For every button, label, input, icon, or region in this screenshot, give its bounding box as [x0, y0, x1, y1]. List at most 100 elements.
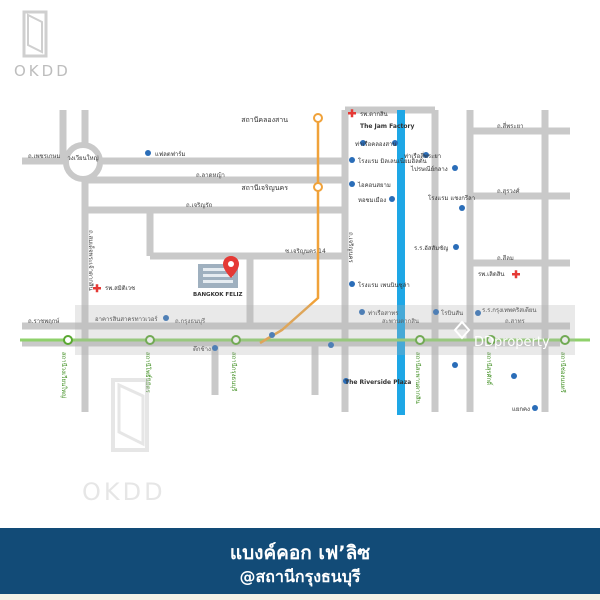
label-road-charoen-nakhon-14: ซ.เจริญนคร 14: [285, 248, 326, 255]
okdd-logo-text: OKDD: [14, 62, 71, 80]
label-road-charoen-nakhon: ถ.เจริญนคร: [347, 232, 354, 264]
watermark-ddproperty-text: DDproperty: [474, 335, 550, 350]
label-phetch-farm: แฟลตฟาร์ม: [155, 150, 186, 158]
station-pho-nimit: [145, 335, 155, 345]
okdd-watermark-text: OKDD: [82, 478, 166, 506]
label-station-khlong-san: สถานีคลองสาน: [241, 116, 288, 124]
hospital-icon: [512, 270, 520, 279]
label-somdet-hospital: รพ.สมิติเวช: [105, 285, 135, 292]
poi-dot: [359, 309, 365, 315]
bts-stations: [63, 335, 570, 345]
title-banner: แบงค์คอก เฟ’ลิซ @สถานีกรุงธนบุรี: [0, 528, 600, 594]
station-charoen-nakhon: [313, 182, 323, 192]
poi-dot: [328, 342, 334, 348]
poi-dot: [269, 332, 275, 338]
label-road-tak-sin: สะพานตากสิน: [382, 318, 419, 325]
label-robinson-bangrak: โรบินสัน: [441, 309, 463, 317]
river-line: [397, 110, 405, 415]
label-road-lat-ya: ถ.ลาดหญ้า: [196, 172, 225, 179]
project-marker: BANGKOK FELIZ: [193, 256, 243, 298]
okdd-watermark: OKDD: [82, 378, 166, 506]
label-hotel-shangri: โรงแรม แชงกรีลา: [428, 194, 475, 202]
label-project: BANGKOK FELIZ: [193, 292, 243, 298]
label-road-silom: ถ.สีลม: [497, 254, 514, 262]
poi-dot: [511, 373, 517, 379]
okdd-logo: OKDD: [14, 10, 71, 80]
wongwian-yai-circle: [63, 142, 103, 182]
label-station-saphan-taksin: สถานีสะพานตากสิน: [414, 352, 422, 404]
label-station-pho-nimit: สถานีโพธิ์นิมิตร: [144, 352, 153, 394]
poi-dot: [459, 205, 465, 211]
poi-dot: [532, 405, 538, 411]
station-chong-nonsi: [560, 335, 570, 345]
label-bangrak-hospital: รพ.เลิดสิน: [478, 271, 504, 278]
poi-dot: [453, 244, 459, 250]
label-hor-chom: หอชมเมือง: [358, 196, 386, 204]
label-tha-si-phraya: ท่าเรือสี่พระยา: [404, 152, 441, 160]
label-hotel-millennium: โรงแรม มิลเลนเนียมฮิลตัน: [358, 157, 427, 165]
watermark-band: [75, 305, 575, 355]
poi-labels: แฟลตฟาร์ม The Jam Factory ท่าเรือคลองสาน…: [95, 123, 536, 413]
label-krung-thep-christian: ร.ร.กรุงเทพคริสเตียน: [482, 306, 536, 314]
poi-dot: [475, 310, 481, 316]
label-road-sathorn: ถ.สาทร: [505, 318, 526, 325]
label-riverside-plaza: The Riverside Plaza: [345, 379, 411, 386]
okdd-logo-mark: [22, 10, 48, 58]
poi-dot: [349, 157, 355, 163]
poi-dot: [349, 181, 355, 187]
poi-dot: [212, 345, 218, 351]
banner-subtitle: @สถานีกรุงธนบุรี: [239, 567, 361, 586]
watermark-ddproperty: DDproperty: [453, 320, 550, 350]
label-saint-louis: แยกคง: [512, 406, 530, 413]
poi-dot: [163, 315, 169, 321]
label-road-west: ถ.สมเด็จพระเจ้าตากสิน: [87, 230, 96, 291]
label-assumption: ร.ร.อัสสัมชัญ: [414, 245, 448, 252]
label-road-charoen-rat: ถ.เจริญรัถ: [186, 202, 213, 209]
label-icon-siam: ไอคอนสยาม: [357, 181, 391, 189]
station-krung-thon-buri: [231, 335, 241, 345]
label-road-si-phraya: ถ.สี่พระยา: [497, 122, 524, 130]
label-krung-thon-plaza: ตึกช้าง: [193, 346, 211, 353]
poi-dot: [452, 165, 458, 171]
label-station-krung-thon-buri: สถานีกรุงธนบุรี: [230, 352, 238, 392]
label-robinson: ไปรษณีย์กลาง: [410, 165, 448, 173]
okdd-logo-door: [27, 13, 43, 54]
label-road-ratchaphruek: ถ.ราชพฤกษ์: [28, 317, 60, 325]
label-taksin-hospital: รพ.ตากสิน: [360, 111, 388, 118]
poi-dot: [389, 196, 395, 202]
ddproperty-logo-icon: [453, 320, 471, 340]
poi-dot: [349, 281, 355, 287]
label-road-surawong: ถ.สุรวงศ์: [497, 187, 520, 195]
hospital-icon: [348, 109, 356, 118]
station-surasak: [486, 335, 496, 345]
hospital-icon: [93, 284, 101, 293]
poi-dots: [145, 140, 538, 411]
poi-dot: [360, 140, 366, 146]
label-station-wongwian-yai: สถานีวงเวียนใหญ่: [60, 352, 68, 398]
banner-title: แบงค์คอก เฟ’ลิซ: [229, 542, 371, 564]
label-hotel-peninsula: โรงแรม เพนนินซูล่า: [358, 281, 410, 289]
label-road-krung-thon: ถ.กรุงธนบุรี: [175, 317, 206, 325]
label-station-chong-nonsi: สถานีช่องนนทรี: [559, 352, 567, 394]
label-terminal-school: อาคารสินสาครทาวเวอร์: [95, 315, 158, 323]
label-station-charoen-nakhon: สถานีเจริญนคร: [241, 184, 288, 192]
label-wongwian-yai: วงเวียนใหญ่: [67, 154, 98, 162]
hospital-markers: [93, 109, 520, 293]
poi-dot: [423, 152, 429, 158]
poi-dot: [433, 309, 439, 315]
label-tha-khlong-san: ท่าเรือคลองสาน: [355, 140, 397, 148]
station-wongwian-yai: [63, 335, 73, 345]
road-labels: ถ.เพชรเกษม ถ.ลาดหญ้า ถ.เจริญรัถ ซ.เจริญน…: [28, 122, 526, 325]
label-road-phetkasem: ถ.เพชรเกษม: [28, 153, 60, 160]
footer-strip: [0, 594, 600, 600]
poi-dot: [452, 362, 458, 368]
label-tha-sathorn: ท่าเรือสาทร: [368, 309, 399, 317]
poi-dot: [343, 378, 349, 384]
station-saphan-taksin: [415, 335, 425, 345]
poi-dot: [392, 140, 398, 146]
station-khlong-san: [313, 113, 323, 123]
label-station-surasak: สถานีสุรศักดิ์: [485, 352, 494, 386]
bts-station-labels: สถานีวงเวียนใหญ่ สถานีโพธิ์นิมิตร สถานีก…: [60, 352, 567, 404]
poi-dot: [145, 150, 151, 156]
